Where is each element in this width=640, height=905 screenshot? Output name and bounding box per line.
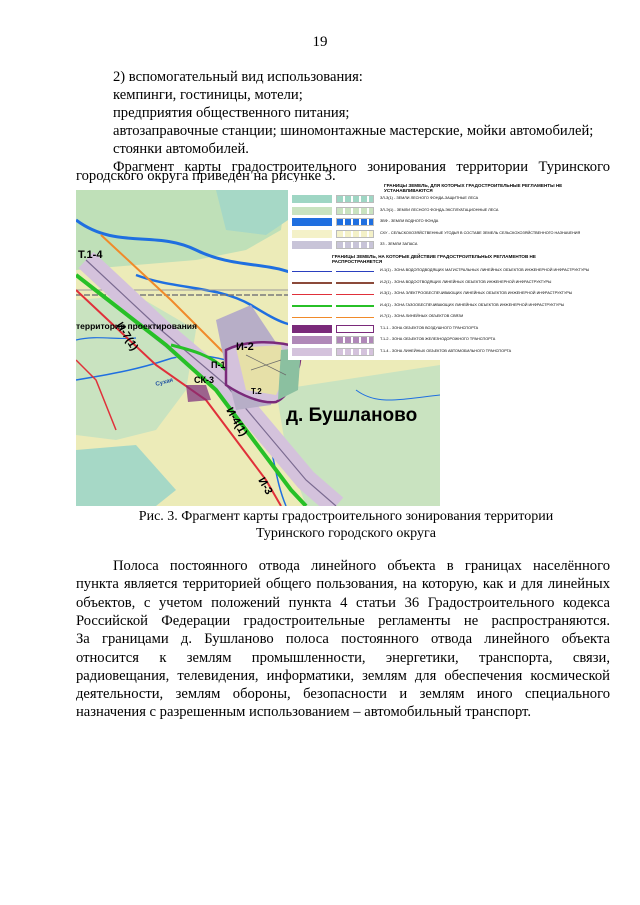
legend-label: ЗЗ - ЗЕМЛИ ЗАПАСА bbox=[380, 242, 418, 246]
legend-label: Т.1-2 - ЗОНА ОБЪЕКТОВ ЖЕЛЕЗНОДОРОЖНОГО Т… bbox=[380, 337, 496, 341]
legend-row: ЗЛ-З(1) - ЗЕМЛИ ЛЕСНОГО ФОНДА-ЗАЩИТНЫЕ Л… bbox=[288, 194, 610, 204]
body-line: объектов, с учетом положений пункта 4 ст… bbox=[76, 594, 610, 611]
legend-swatch bbox=[292, 241, 332, 249]
legend-header: ГРАНИЦЫ ЗЕМЕЛЬ, ДЛЯ КОТОРЫХ ГРАДОСТРОИТЕ… bbox=[384, 183, 563, 194]
legend-label: ЗЛ-З(1) - ЗЕМЛИ ЛЕСНОГО ФОНДА-ЗАЩИТНЫЕ Л… bbox=[380, 196, 479, 200]
legend-swatch bbox=[292, 229, 332, 238]
map-label: д. Бушланово bbox=[286, 405, 417, 426]
legend-swatch-alt bbox=[336, 293, 374, 295]
body-line: назначения с разрешенным использованием … bbox=[76, 704, 531, 721]
map-label: СК-3 bbox=[194, 375, 214, 385]
map-label: П-1 bbox=[211, 360, 225, 370]
legend-swatch bbox=[292, 282, 332, 284]
legend-swatch-alt bbox=[336, 347, 374, 356]
legend-swatch-alt bbox=[336, 282, 374, 284]
body-line: Российской Федерации градостроительные р… bbox=[76, 612, 610, 629]
legend-row: И-2(1) - ЗОНА ВОДООТВОДЯЩИХ ЛИНЕЙНЫХ ОБЪ… bbox=[288, 278, 610, 288]
body-line: радиовещания, телевидения, информатики, … bbox=[76, 667, 610, 684]
body-line: деятельности, землям обороны, безопаснос… bbox=[76, 686, 610, 703]
list-line: 2) вспомогательный вид использования: bbox=[113, 69, 363, 85]
legend-label: Т.1-4 - ЗОНА ЛИНЕЙНЫХ ОБЪЕКТОВ АВТОМОБИЛ… bbox=[380, 348, 512, 353]
page-number: 19 bbox=[312, 34, 328, 50]
legend-swatch-alt bbox=[336, 270, 374, 272]
legend-swatch bbox=[292, 336, 332, 344]
legend-label: СХУ - СЕЛЬСКОХОЗЯЙСТВЕННЫЕ УГОДЬЯ В СОСТ… bbox=[380, 230, 581, 235]
body-line: пункта является территорией общего польз… bbox=[76, 576, 610, 593]
legend-label: И-2(1) - ЗОНА ВОДООТВОДЯЩИХ ЛИНЕЙНЫХ ОБЪ… bbox=[380, 279, 552, 284]
legend-swatch-alt bbox=[336, 336, 374, 344]
legend-swatch-alt bbox=[336, 206, 374, 215]
legend-swatch-alt bbox=[336, 305, 374, 307]
legend-label: ЗЛ-Э(1) - ЗЕМЛИ ЛЕСНОГО ФОНДА-ЭКСПЛУАТАЦ… bbox=[380, 207, 499, 212]
legend-swatch-alt bbox=[336, 229, 374, 238]
legend-swatch bbox=[292, 270, 332, 272]
legend-swatch bbox=[292, 305, 332, 307]
legend-label: И-1(1) - ЗОНА ВОДОПОДВОДЯЩИХ МАГИСТРАЛЬН… bbox=[380, 268, 590, 272]
intro-line: городского округа приведен на рисунке 3. bbox=[76, 168, 336, 184]
list-line: кемпинги, гостиницы, мотели; bbox=[113, 87, 303, 103]
map-label: И-2 bbox=[236, 341, 254, 353]
map-label: Т.2 bbox=[251, 387, 262, 396]
legend-row: ЗЛ-Э(1) - ЗЕМЛИ ЛЕСНОГО ФОНДА-ЭКСПЛУАТАЦ… bbox=[288, 206, 610, 216]
figure-caption: Туринского городского округа bbox=[256, 526, 436, 541]
map-label: Т.1-4 bbox=[78, 249, 103, 261]
list-line: стоянки автомобилей. bbox=[113, 141, 249, 157]
list-line: автозаправочные станции; шиномонтажные м… bbox=[113, 123, 594, 139]
map-label: территория проектирования bbox=[76, 321, 197, 331]
legend-swatch bbox=[292, 218, 332, 226]
legend-swatch bbox=[292, 347, 332, 356]
legend-swatch-alt bbox=[336, 195, 374, 203]
figure-caption: Рис. 3. Фрагмент карты градостроительног… bbox=[138, 509, 554, 524]
legend-label: И-4(1) - ЗОНА ГАЗООБЕСПЕЧИВАЮЩИХ ЛИНЕЙНЫ… bbox=[380, 302, 565, 307]
body-line: За границами д. Бушланово полоса постоян… bbox=[76, 631, 610, 648]
legend-swatch bbox=[292, 195, 332, 203]
legend-row: И-7(1) - ЗОНА ЛИНЕЙНЫХ ОБЪЕКТОВ СВЯЗИ bbox=[288, 312, 610, 322]
legend-row: Т.1-2 - ЗОНА ОБЪЕКТОВ ЖЕЛЕЗНОДОРОЖНОГО Т… bbox=[288, 335, 610, 345]
legend-row: СХУ - СЕЛЬСКОХОЗЯЙСТВЕННЫЕ УГОДЬЯ В СОСТ… bbox=[288, 229, 610, 239]
list-line: предприятия общественного питания; bbox=[113, 105, 350, 121]
legend-swatch-alt bbox=[336, 324, 374, 333]
legend-row: И-1(1) - ЗОНА ВОДОПОДВОДЯЩИХ МАГИСТРАЛЬН… bbox=[288, 266, 610, 276]
legend-swatch-alt bbox=[336, 218, 374, 226]
legend-swatch bbox=[292, 206, 332, 215]
legend-header: ГРАНИЦЫ ЗЕМЕЛЬ, НА КОТОРЫЕ ДЕЙСТВИЕ ГРАД… bbox=[332, 254, 536, 265]
legend-row: Т.1-4 - ЗОНА ЛИНЕЙНЫХ ОБЪЕКТОВ АВТОМОБИЛ… bbox=[288, 347, 610, 357]
body-line: относится к землям промышленности, энерг… bbox=[76, 649, 610, 666]
legend-swatch-alt bbox=[336, 241, 374, 249]
legend-label: Т.1-1 - ЗОНА ОБЪЕКТОВ ВОЗДУШНОГО ТРАНСПО… bbox=[380, 325, 479, 330]
intro-line: Фрагмент карты градостроительного зониро… bbox=[113, 159, 610, 175]
legend-row: И-3(1) - ЗОНА ЭЛЕКТРООБЕСПЕЧИВАЮЩИХ ЛИНЕ… bbox=[288, 289, 610, 299]
map-label: Сухая bbox=[155, 377, 174, 388]
legend-label: ЗВФ - ЗЕМЛИ ВОДНОГО ФОНДА bbox=[380, 219, 439, 223]
legend-row: ЗВФ - ЗЕМЛИ ВОДНОГО ФОНДА bbox=[288, 217, 610, 227]
body-line: Полоса постоянного отвода линейного объе… bbox=[113, 558, 610, 574]
legend-row: И-4(1) - ЗОНА ГАЗООБЕСПЕЧИВАЮЩИХ ЛИНЕЙНЫ… bbox=[288, 301, 610, 311]
legend-swatch bbox=[292, 293, 332, 295]
legend-swatch bbox=[292, 316, 332, 318]
map-legend: ГРАНИЦЫ ЗЕМЕЛЬ, ДЛЯ КОТОРЫХ ГРАДОСТРОИТЕ… bbox=[288, 182, 610, 360]
legend-label: И-3(1) - ЗОНА ЭЛЕКТРООБЕСПЕЧИВАЮЩИХ ЛИНЕ… bbox=[380, 291, 573, 295]
legend-row: ЗЗ - ЗЕМЛИ ЗАПАСА bbox=[288, 240, 610, 250]
legend-swatch bbox=[292, 324, 332, 333]
legend-label: И-7(1) - ЗОНА ЛИНЕЙНЫХ ОБЪЕКТОВ СВЯЗИ bbox=[380, 314, 464, 318]
legend-swatch-alt bbox=[336, 316, 374, 318]
legend-row: Т.1-1 - ЗОНА ОБЪЕКТОВ ВОЗДУШНОГО ТРАНСПО… bbox=[288, 324, 610, 334]
